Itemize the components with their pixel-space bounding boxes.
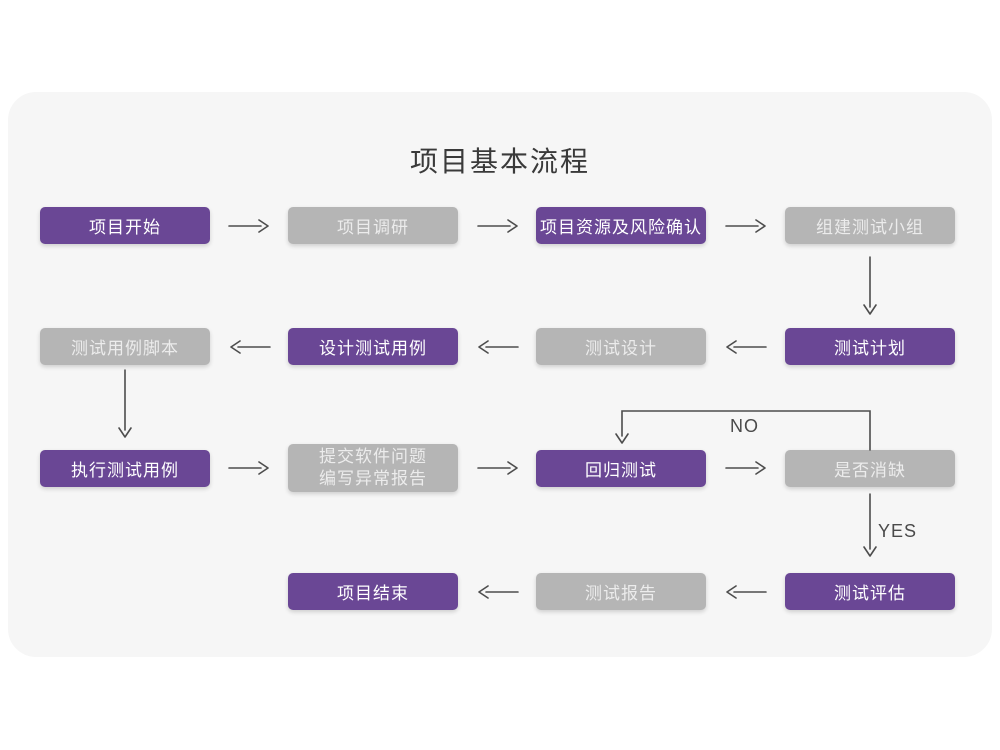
node-submit-issue-report: 提交软件问题 编写异常报告 [288,444,458,492]
node-resources-risk: 项目资源及风险确认 [536,207,706,244]
node-test-plan: 测试计划 [785,328,955,365]
node-regression-test: 回归测试 [536,450,706,487]
node-test-case-script: 测试用例脚本 [40,328,210,365]
page-title: 项目基本流程 [409,146,590,177]
node-design-test-case: 设计测试用例 [288,328,458,365]
node-project-end: 项目结束 [288,573,458,610]
node-execute-test-case: 执行测试用例 [40,450,210,487]
node-test-design: 测试设计 [536,328,706,365]
node-test-report: 测试报告 [536,573,706,610]
node-project-start: 项目开始 [40,207,210,244]
node-defect-cleared: 是否消缺 [785,450,955,487]
flowchart-card [8,92,992,657]
edge-label-no: NO [730,416,759,436]
node-build-test-team: 组建测试小组 [785,207,955,244]
node-test-evaluation: 测试评估 [785,573,955,610]
node-project-research: 项目调研 [288,207,458,244]
edge-label-yes: YES [878,521,918,541]
